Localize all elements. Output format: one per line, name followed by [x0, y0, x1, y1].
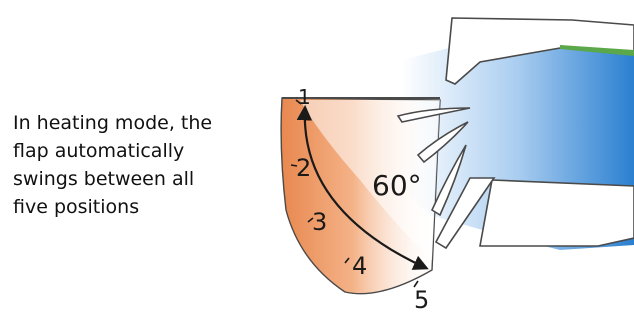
- tick-position-3: [307, 217, 314, 223]
- position-label-5: 5: [414, 286, 429, 314]
- position-label-3: 3: [312, 208, 327, 236]
- position-label-1: 1: [298, 85, 311, 109]
- caption-text: In heating mode, the flap automatically …: [13, 109, 278, 221]
- tick-position-1: [295, 99, 302, 105]
- louver-blade-3: [430, 144, 467, 217]
- caption-line-4: five positions: [13, 196, 140, 218]
- tick-position-4: [344, 257, 350, 264]
- swing-arc-arrow: [296, 104, 429, 270]
- position-label-2: 2: [296, 154, 311, 182]
- caption-line-3: swings between all: [13, 168, 195, 190]
- lower-deflector: [434, 177, 496, 250]
- louver-blade-2: [416, 121, 469, 164]
- angle-label: 60°: [372, 169, 422, 202]
- lower-housing: [479, 179, 634, 247]
- position-label-4: 4: [352, 252, 367, 280]
- tick-position-2: [290, 164, 298, 167]
- tick-position-5: [413, 280, 419, 288]
- caption-line-2: flap automatically: [13, 140, 185, 162]
- green-accent: [560, 45, 634, 56]
- caption-line-1: In heating mode, the: [13, 112, 213, 134]
